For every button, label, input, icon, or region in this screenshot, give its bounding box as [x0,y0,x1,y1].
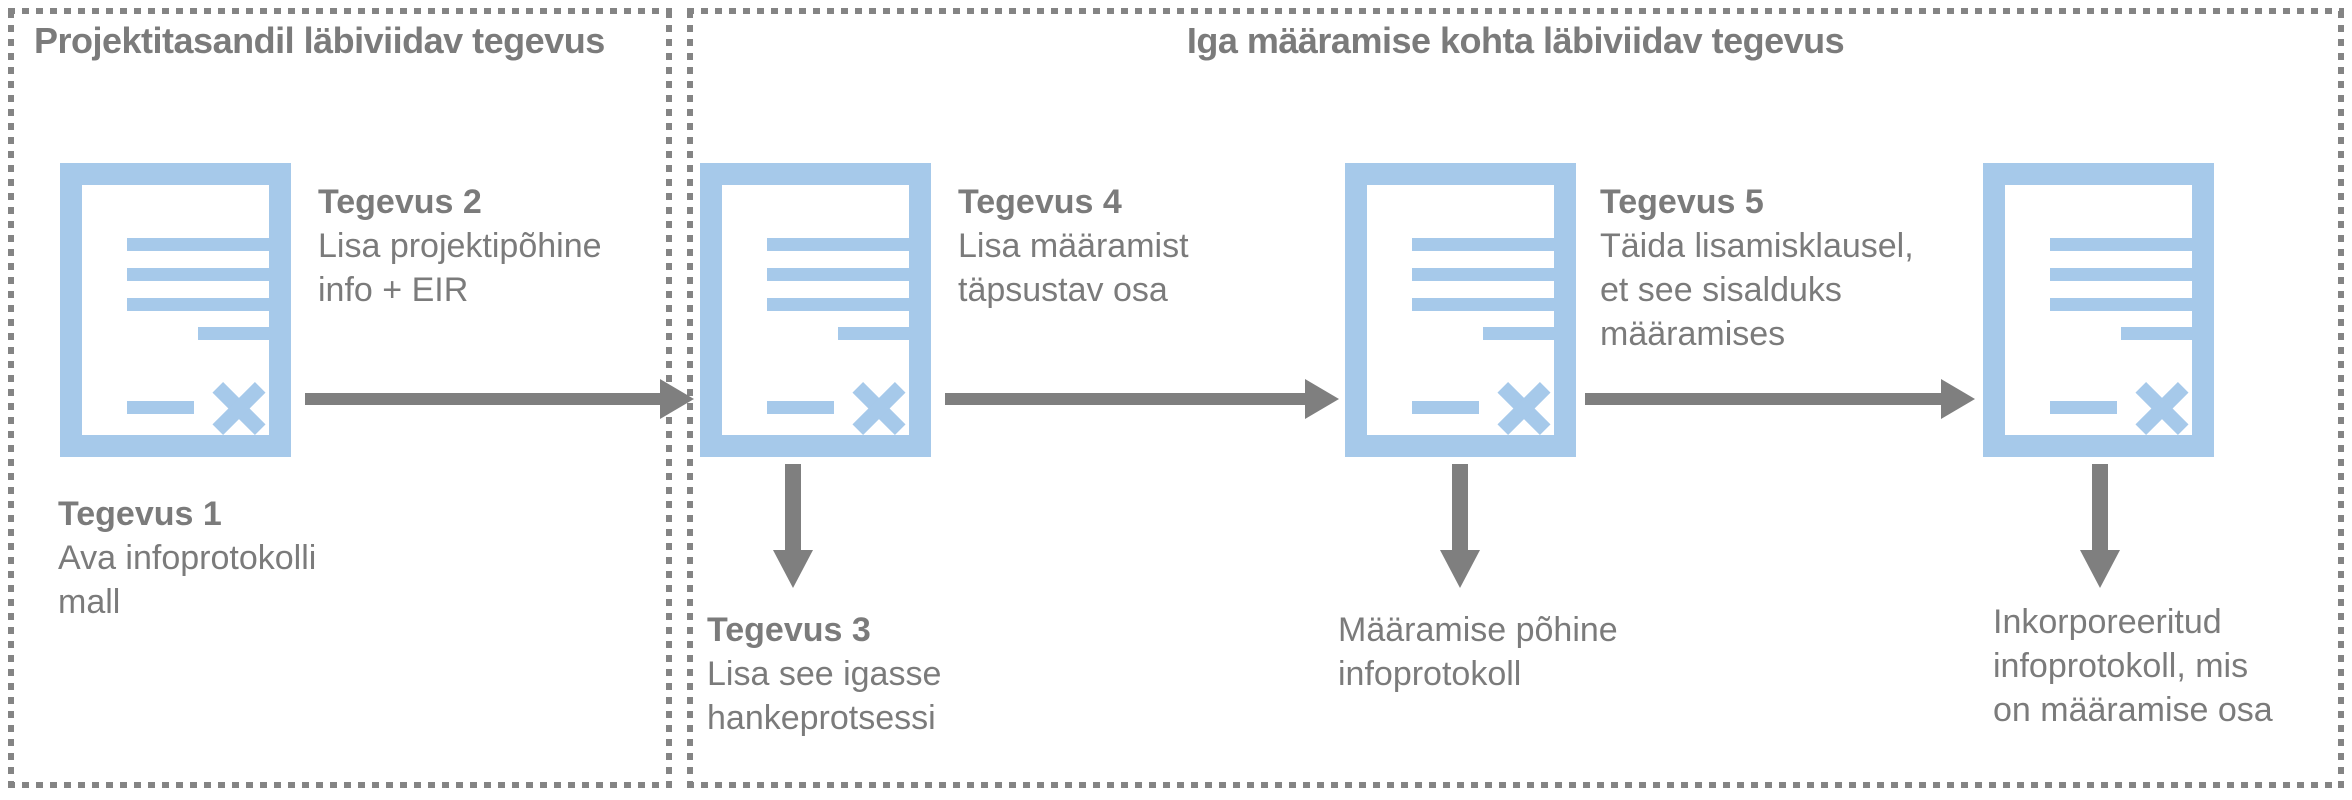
lane-title-assignment: Iga määramise kohta läbiviidav tegevus [1186,20,1845,61]
step-line: infoprotokoll [1338,655,1522,693]
step-title: Tegevus 3 [707,611,871,649]
arrow-right-icon [1585,379,1975,419]
step-line: täpsustav osa [958,271,1168,309]
step-label-tegevus-2: Tegevus 2 Lisa projektipõhine info + EIR [318,180,602,312]
doc-text-line [1412,268,1554,281]
doc-text-line [2050,238,2192,251]
document-with-x-icon [700,163,931,457]
doc-text-line [127,238,269,251]
doc-text-line [1412,238,1554,251]
step-line: Täida lisamisklausel, [1600,227,1914,265]
step-label-tegevus-4: Tegevus 4 Lisa määramist täpsustav osa [958,180,1189,312]
document-with-x-icon [1345,163,1576,457]
step-label-tegevus-5: Tegevus 5 Täida lisamisklausel, et see s… [1600,180,1914,356]
doc-text-line [838,327,909,340]
doc-text-line [1483,327,1554,340]
step-line: on määramise osa [1993,691,2273,729]
document-page [2005,185,2192,436]
document-page [82,185,269,436]
arrow-right-icon [945,379,1339,419]
step-line: määramises [1600,315,1786,353]
doc-signature-line [1412,401,1479,414]
step-title: Tegevus 2 [318,183,482,221]
doc-text-line [2050,298,2192,311]
arrow-down-icon [2080,464,2120,588]
step-line: info + EIR [318,271,469,309]
doc-text-line [767,238,909,251]
step-line: Inkorporeeritud [1993,603,2222,641]
step-line: infoprotokoll, mis [1993,647,2249,685]
doc-text-line [127,298,269,311]
step-label-tegevus-3: Tegevus 3 Lisa see igasse hankeprotsessi [707,608,941,740]
doc-text-line [2121,327,2192,340]
arrow-down-icon [773,464,813,588]
doc-signature-line [127,401,194,414]
doc-text-line [2050,268,2192,281]
step-title: Tegevus 1 [58,495,222,533]
lane-title-project: Projektitasandil läbiviidav tegevus [34,20,605,61]
doc-text-line [767,268,909,281]
step-label-tegevus-1: Tegevus 1 Ava infoprotokolli mall [58,492,316,624]
x-mark-icon [1494,379,1554,439]
doc-text-line [127,268,269,281]
doc-text-line [198,327,269,340]
doc-signature-line [2050,401,2117,414]
step-line: Ava infoprotokolli [58,539,317,577]
step-title: Tegevus 4 [958,183,1122,221]
x-mark-icon [849,379,909,439]
x-mark-icon [209,379,269,439]
step-line: Määramise põhine [1338,611,1618,649]
document-with-x-icon [60,163,291,457]
label-maaramise-pohine-infoprotokoll: Määramise põhine infoprotokoll [1338,608,1618,696]
step-line: Lisa see igasse [707,655,942,693]
document-with-x-icon [1983,163,2214,457]
step-line: Lisa projektipõhine [318,227,602,265]
doc-text-line [1412,298,1554,311]
document-page [722,185,909,436]
doc-text-line [767,298,909,311]
step-line: mall [58,583,121,621]
step-line: Lisa määramist [958,227,1189,265]
doc-signature-line [767,401,834,414]
step-line: hankeprotsessi [707,699,936,737]
step-line: et see sisalduks [1600,271,1842,309]
arrow-down-icon [1440,464,1480,588]
label-inkorporeeritud-infoprotokoll: Inkorporeeritud infoprotokoll, mis on mä… [1993,600,2273,732]
step-title: Tegevus 5 [1600,183,1764,221]
arrow-right-icon [305,379,694,419]
document-page [1367,185,1554,436]
x-mark-icon [2132,379,2192,439]
